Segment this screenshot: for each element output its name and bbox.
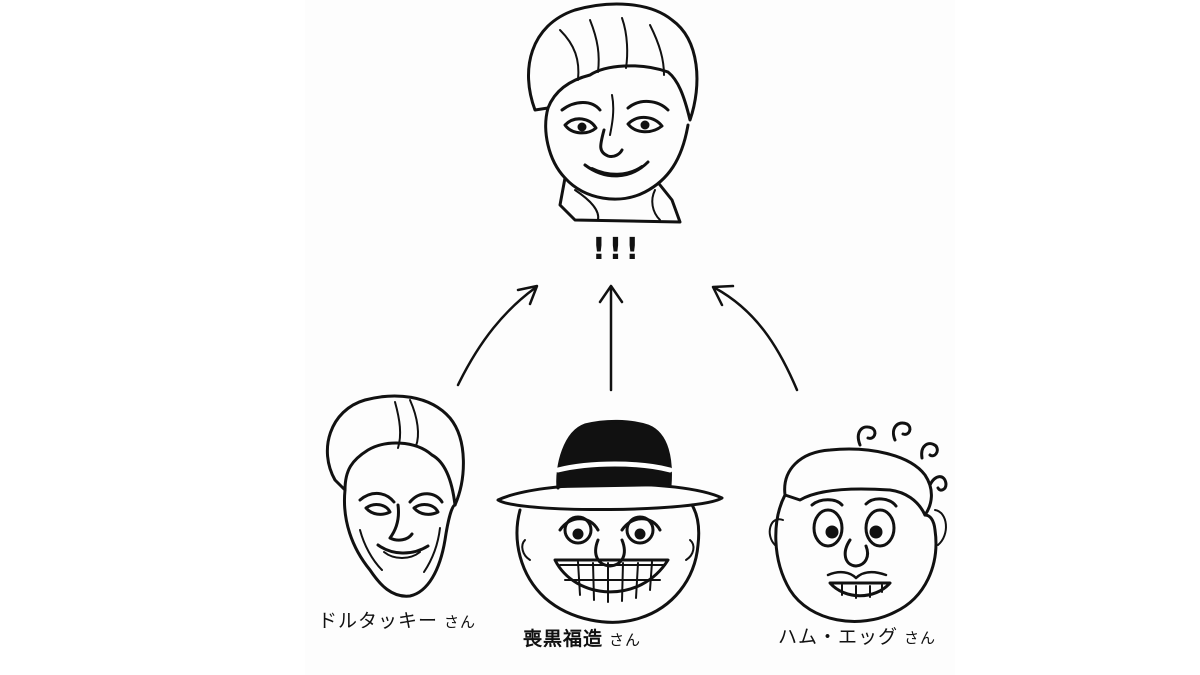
arrow-right <box>711 284 799 392</box>
exclamation-text: !!! <box>592 232 643 267</box>
name-label-center: 喪黒福造さん <box>523 624 641 651</box>
name-label-left: ドルタッキーさん <box>318 606 476 633</box>
honorific: さん <box>904 629 937 647</box>
honorific: さん <box>444 613 477 631</box>
arrow-left <box>456 284 539 387</box>
left-face-drawing <box>325 394 465 598</box>
name-label-right: ハム・エッグさん <box>778 622 936 649</box>
top-face-drawing <box>527 2 699 224</box>
character-name: ハム・エッグ <box>778 626 899 648</box>
arrow-center <box>598 284 624 392</box>
character-name: 喪黒福造 <box>523 628 604 650</box>
right-face-drawing <box>768 421 948 623</box>
center-face-drawing <box>496 419 724 624</box>
honorific: さん <box>609 631 642 649</box>
character-name: ドルタッキー <box>318 610 439 632</box>
